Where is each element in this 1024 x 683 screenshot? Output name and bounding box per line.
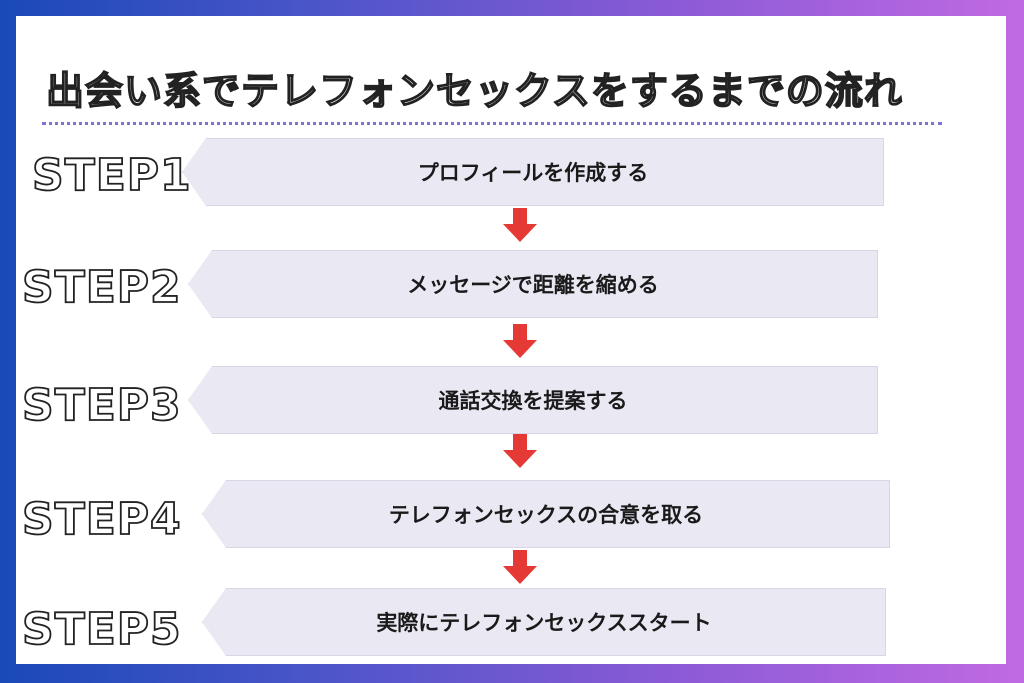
- arrow-down-icon: [503, 550, 537, 584]
- step-1-label: STEP1: [31, 149, 192, 202]
- step-4-text: テレフォンセックスの合意を取る: [388, 503, 704, 527]
- step-5-label: STEP5: [21, 603, 182, 656]
- flow-card: 出会い系でテレフォンセックスをするまでの流れ STEP1 プロフィールを作成する…: [16, 16, 1006, 664]
- arrow-down-icon: [503, 324, 537, 358]
- step-1-box: プロフィールを作成する: [182, 138, 884, 206]
- step-1-text: プロフィールを作成する: [417, 161, 649, 185]
- title-divider: [42, 122, 942, 125]
- page-title: 出会い系でテレフォンセックスをするまでの流れ: [45, 68, 903, 114]
- step-2-box: メッセージで距離を縮める: [188, 250, 878, 318]
- step-4-label: STEP4: [21, 493, 182, 546]
- step-3-label: STEP3: [21, 379, 182, 432]
- step-2-text: メッセージで距離を縮める: [407, 273, 659, 297]
- arrow-down-icon: [503, 434, 537, 468]
- step-4-box: テレフォンセックスの合意を取る: [202, 480, 890, 548]
- step-3-box: 通話交換を提案する: [188, 366, 878, 434]
- step-5-text: 実際にテレフォンセックススタート: [376, 611, 712, 635]
- step-5-box: 実際にテレフォンセックススタート: [202, 588, 886, 656]
- step-2-label: STEP2: [21, 261, 182, 314]
- arrow-down-icon: [503, 208, 537, 242]
- step-3-text: 通話交換を提案する: [438, 389, 628, 413]
